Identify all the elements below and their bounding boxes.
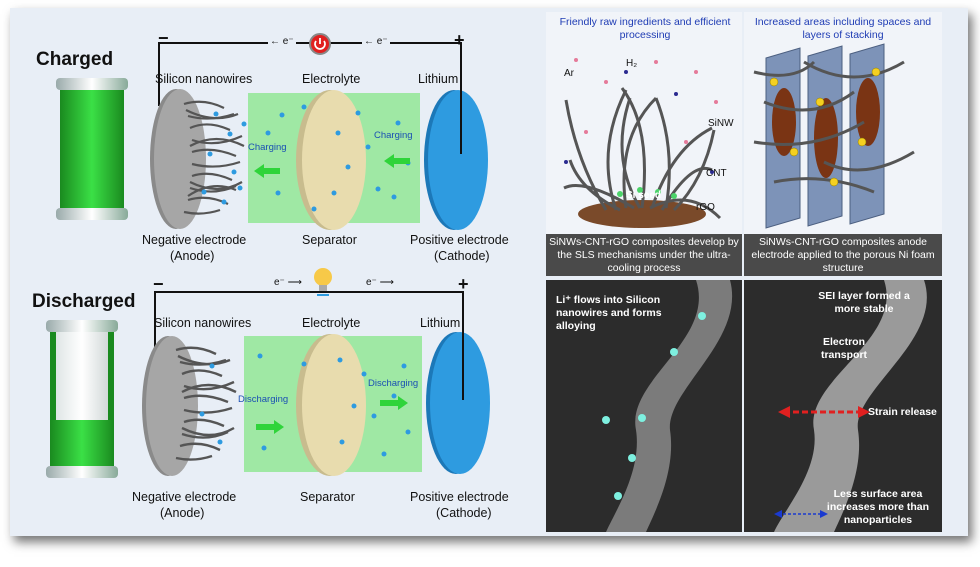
anode-nanowires-icon bbox=[142, 336, 237, 476]
negative-wire bbox=[158, 42, 160, 106]
cathode-label: (Cathode) bbox=[434, 249, 490, 263]
cathode-label: (Cathode) bbox=[436, 506, 492, 520]
si-seed-label: Si seed bbox=[626, 190, 662, 201]
cathode-wire bbox=[462, 330, 464, 400]
ni-foam-stack-illustration bbox=[753, 43, 915, 229]
discharging-arrow-left bbox=[256, 420, 284, 434]
figure-frame: Charged − + ← e⁻ ← e⁻ Silicon nanowires … bbox=[10, 8, 968, 536]
silicon-nanowires-label: Silicon nanowires bbox=[155, 72, 253, 86]
strain-release-text: Strain release bbox=[868, 406, 937, 418]
charging-arrow-right bbox=[384, 154, 410, 168]
positive-electrode-label: Positive electrode bbox=[410, 233, 509, 247]
negative-wire bbox=[154, 291, 156, 353]
discharged-title: Discharged bbox=[32, 291, 136, 312]
light-bulb-icon bbox=[314, 268, 332, 296]
cathode-disc bbox=[426, 332, 490, 474]
battery-low-icon bbox=[46, 320, 118, 478]
negative-terminal: − bbox=[158, 28, 169, 48]
nanowire-strain-illustration bbox=[774, 280, 927, 532]
synthesis-caption: SiNWs-CNT-rGO composites develop by the … bbox=[546, 234, 742, 276]
lithium-label: Lithium bbox=[420, 316, 461, 330]
strain-panel: SEI layer formed a more stable Electron … bbox=[744, 280, 942, 532]
ar-label: Ar bbox=[564, 68, 574, 79]
lithium-label: Lithium bbox=[418, 72, 459, 86]
rgo-label: rGO bbox=[696, 202, 715, 213]
ni-foam-title: Increased areas including spaces and lay… bbox=[754, 16, 932, 41]
electron-flow-left: e⁻ ⟶ bbox=[272, 277, 304, 288]
top-wire bbox=[154, 291, 464, 293]
silicon-nanowires-label: Silicon nanowires bbox=[154, 316, 252, 330]
sei-text: SEI layer formed a more stable bbox=[818, 290, 910, 315]
positive-terminal: + bbox=[458, 274, 469, 294]
anode-label: (Anode) bbox=[160, 506, 205, 520]
alloying-text: Li⁺ flows into Silicon nanowires and for… bbox=[556, 294, 662, 332]
charging-arrow-left bbox=[254, 164, 280, 178]
separator-disc bbox=[296, 90, 366, 230]
anode-label: (Anode) bbox=[170, 249, 215, 263]
negative-electrode-label: Negative electrode bbox=[142, 233, 247, 247]
ni-foam-caption: SiNWs-CNT-rGO composites anode electrode… bbox=[744, 234, 942, 276]
discharging-arrow-right bbox=[380, 396, 408, 410]
sinw-growth-illustration bbox=[563, 58, 722, 228]
cathode-wire bbox=[460, 88, 462, 154]
charged-title: Charged bbox=[36, 49, 114, 70]
cathode-disc bbox=[424, 90, 488, 230]
negative-electrode-label: Negative electrode bbox=[132, 490, 237, 504]
discharging-label-left: Discharging bbox=[238, 394, 289, 405]
synthesis-title: Friendly raw ingredients and efficient p… bbox=[559, 16, 731, 41]
positive-electrode-label: Positive electrode bbox=[410, 490, 509, 504]
electrolyte-label: Electrolyte bbox=[302, 72, 361, 86]
sinw-label: SiNW bbox=[708, 118, 734, 129]
nanowire-alloying-illustration bbox=[602, 280, 733, 532]
synthesis-panel: Friendly raw ingredients and efficient p… bbox=[546, 12, 742, 276]
separator-label: Separator bbox=[302, 233, 357, 247]
charging-label-left: Charging bbox=[248, 142, 287, 153]
battery-full-icon bbox=[56, 78, 128, 220]
electron-flow-left: ← e⁻ bbox=[268, 36, 296, 47]
electron-transport-text: Electron transport bbox=[820, 336, 868, 361]
h2-label: H₂ bbox=[626, 58, 638, 69]
charging-label-right: Charging bbox=[374, 130, 413, 141]
lithium-ions bbox=[257, 353, 411, 457]
surface-area-text: Less surface area increases more than na… bbox=[826, 488, 930, 526]
electron-flow-right: e⁻ ⟶ bbox=[364, 277, 396, 288]
separator-disc bbox=[296, 334, 366, 476]
negative-terminal: − bbox=[153, 274, 164, 294]
power-button-icon bbox=[309, 33, 331, 55]
anode-nanowires-icon bbox=[150, 89, 247, 229]
electrolyte-label: Electrolyte bbox=[302, 316, 361, 330]
cnt-label: CNT bbox=[706, 168, 727, 179]
discharging-label-right: Discharging bbox=[368, 378, 419, 389]
electron-flow-right: ← e⁻ bbox=[362, 36, 390, 47]
alloying-panel: Li⁺ flows into Silicon nanowires and for… bbox=[546, 280, 742, 532]
separator-label: Separator bbox=[300, 490, 355, 504]
positive-terminal: + bbox=[454, 30, 465, 50]
ni-foam-panel: Increased areas including spaces and lay… bbox=[744, 12, 942, 276]
